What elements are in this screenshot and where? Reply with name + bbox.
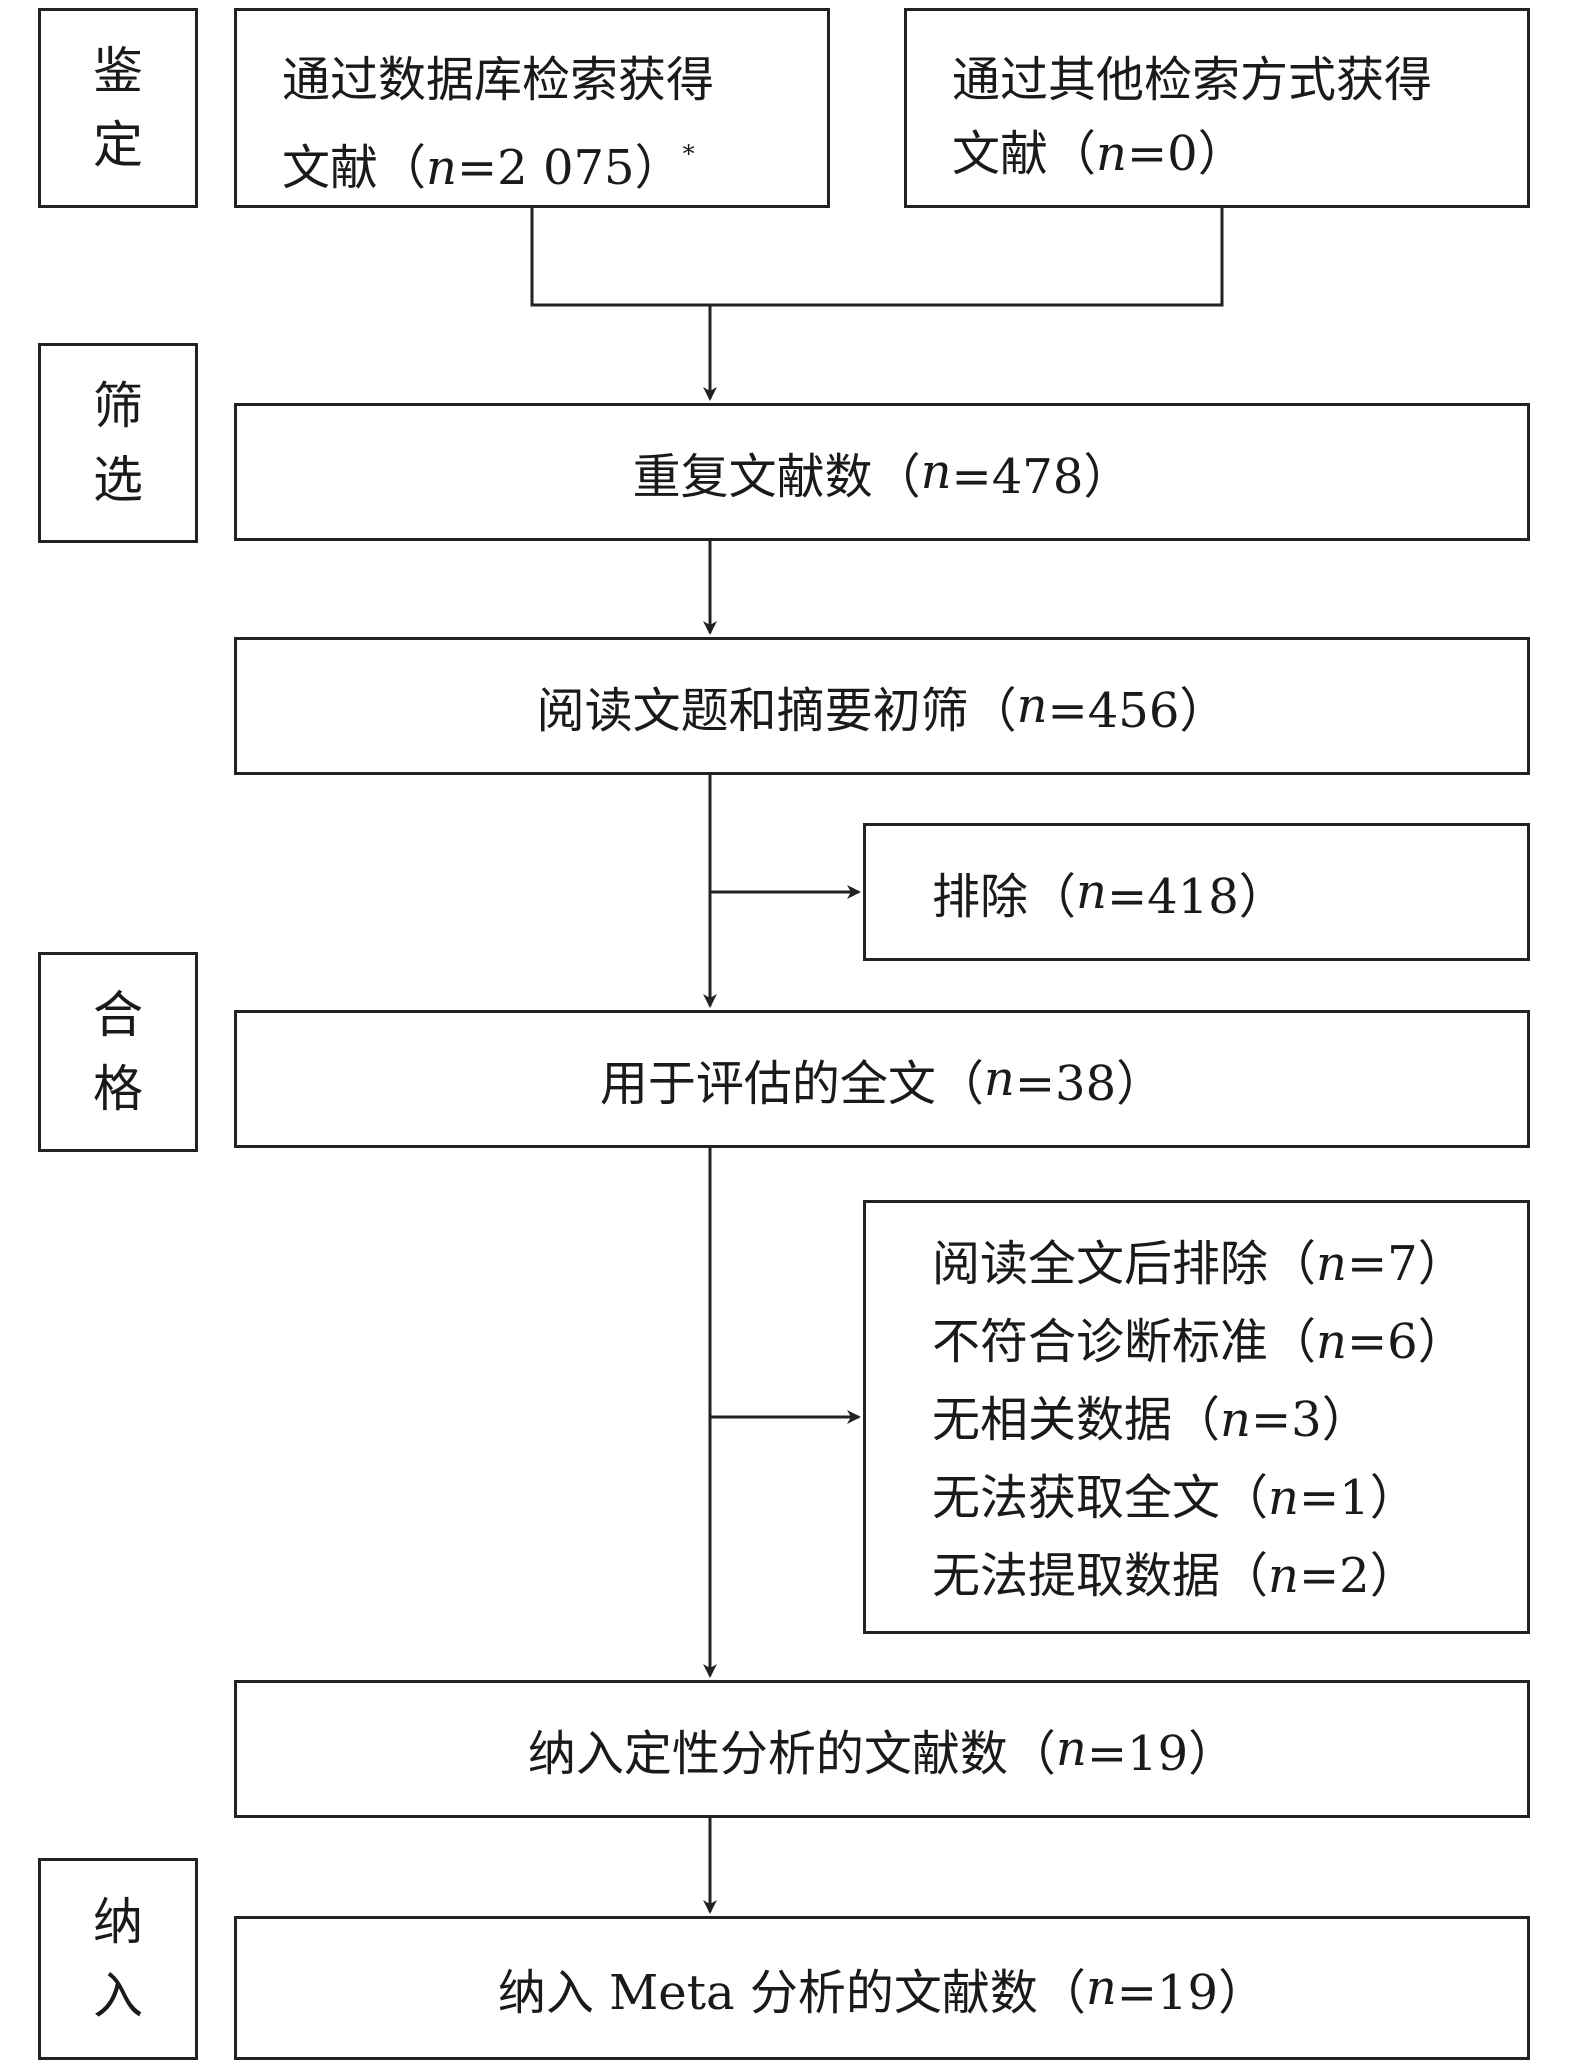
stage-identification: 鉴 定 [38,8,198,208]
stage-screening: 筛 选 [38,343,198,543]
stage-label-char: 鉴 [93,42,143,100]
stage-included: 纳 入 [38,1858,198,2060]
box-line: 文献（n=0） [952,126,1246,182]
qualitative-box: 纳入定性分析的文献数（n=19） [234,1680,1530,1818]
exclusion-reason: 不符合诊断标准（n=6） [932,1314,1466,1370]
title-abstract-box: 阅读文题和摘要初筛（n=456） [234,637,1530,775]
stage-label-char: 入 [93,1967,143,2025]
meta-box: 纳入 Meta 分析的文献数（n=19） [234,1916,1530,2060]
merge-connector [530,208,1224,307]
box-line: 通过其他检索方式获得 [952,52,1433,108]
duplicates-box: 重复文献数（n=478） [234,403,1530,541]
exclusion-reason: 无法提取数据（n=2） [932,1548,1418,1604]
exclusion-reason: 无相关数据（n=3） [932,1392,1370,1448]
box-line: 通过数据库检索获得 [282,52,715,108]
stage-label-char: 合 [93,986,143,1044]
full-text-box: 用于评估的全文（n=38） [234,1010,1530,1148]
exclusion-reason: 阅读全文后排除（n=7） [932,1236,1466,1292]
stage-label-char: 筛 [93,377,143,435]
stage-label-char: 格 [93,1060,143,1118]
other-search-box: 通过其他检索方式获得 文献（n=0） [904,8,1530,208]
stage-label-char: 定 [93,116,143,174]
box-line: 文献（n=2 075）* [282,140,695,196]
database-search-box: 通过数据库检索获得 文献（n=2 075）* [234,8,830,208]
stage-eligibility: 合 格 [38,952,198,1152]
footnote-mark: * [682,140,695,168]
exclusion-reason: 无法获取全文（n=1） [932,1470,1418,1526]
stage-label-char: 纳 [93,1893,143,1951]
excluded-box: 排除（n=418） [863,823,1530,961]
stage-label-char: 选 [93,451,143,509]
full-text-excluded-box: 阅读全文后排除（n=7） 不符合诊断标准（n=6） 无相关数据（n=3） 无法获… [863,1200,1530,1634]
